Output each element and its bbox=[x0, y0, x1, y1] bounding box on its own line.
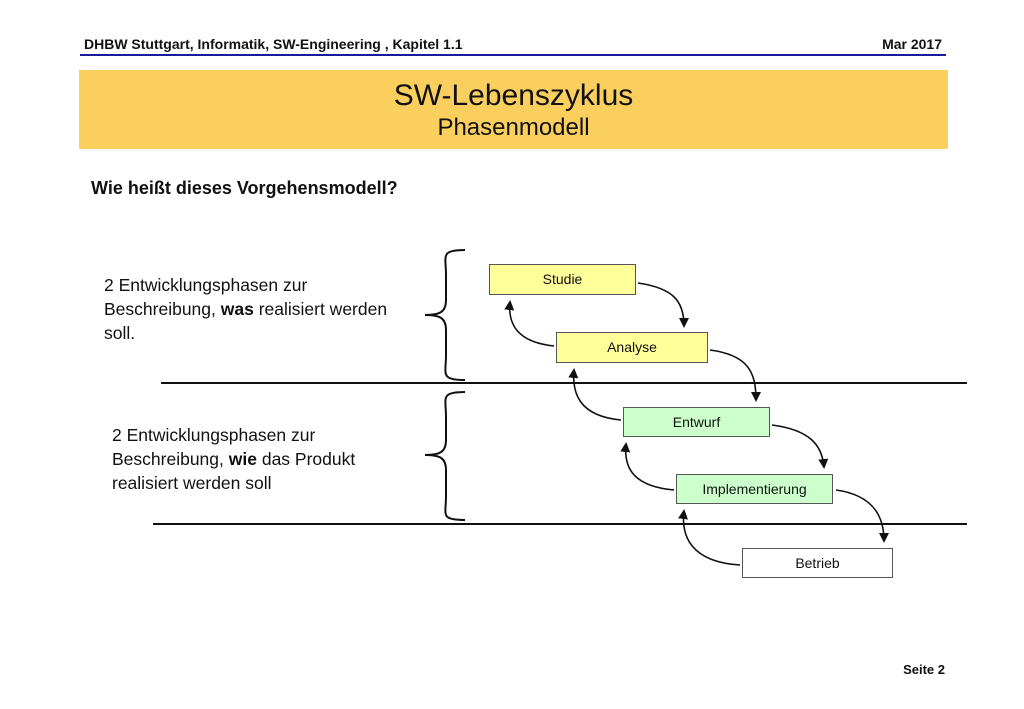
arrow-implementierung-betrieb bbox=[835, 489, 889, 543]
phase-entwurf: Entwurf bbox=[623, 407, 770, 437]
question-text: Wie heißt dieses Vorgehensmodell? bbox=[91, 178, 398, 198]
group-how-description: 2 Entwicklungsphasen zur Beschreibung, w… bbox=[112, 423, 412, 495]
separator-line-lower bbox=[153, 523, 967, 525]
group-what-text-bold: was bbox=[220, 299, 254, 319]
arrow-implementierung-entwurf bbox=[620, 442, 675, 491]
phase-studie: Studie bbox=[489, 264, 636, 295]
header-divider bbox=[80, 54, 946, 56]
brace-lower bbox=[424, 391, 466, 521]
page-number: Seite 2 bbox=[903, 662, 945, 677]
arrow-betrieb-implementierung bbox=[678, 509, 741, 566]
group-what-text-pre: 2 Entwicklungsphasen zur Beschreibung, bbox=[104, 275, 308, 319]
arrow-studie-analyse bbox=[637, 282, 689, 328]
header-date: Mar 2017 bbox=[882, 36, 942, 52]
arrow-analyse-entwurf bbox=[709, 349, 761, 402]
header-course-title: DHBW Stuttgart, Informatik, SW-Engineeri… bbox=[84, 36, 463, 52]
slide-subtitle: Phasenmodell bbox=[437, 114, 590, 141]
group-what-text-post: realisiert werden soll. bbox=[104, 299, 388, 343]
title-banner: SW-Lebenszyklus Phasenmodell bbox=[79, 70, 948, 149]
slide-title: SW-Lebenszyklus bbox=[393, 79, 634, 112]
brace-upper bbox=[424, 249, 466, 381]
arrow-entwurf-analyse bbox=[568, 368, 622, 421]
arrow-analyse-studie bbox=[504, 300, 555, 347]
group-how-text-post: das Produkt realisiert werden soll bbox=[112, 449, 356, 493]
group-how-text-bold: wie bbox=[228, 449, 257, 469]
phase-implementierung: Implementierung bbox=[676, 474, 833, 504]
phase-betrieb: Betrieb bbox=[742, 548, 893, 578]
group-what-description: 2 Entwicklungsphasen zur Beschreibung, w… bbox=[104, 273, 404, 345]
separator-line-upper bbox=[161, 382, 967, 384]
phase-analyse: Analyse bbox=[556, 332, 708, 363]
group-how-text-pre: 2 Entwicklungsphasen zur Beschreibung, bbox=[112, 425, 316, 469]
arrow-entwurf-implementierung bbox=[771, 424, 829, 469]
